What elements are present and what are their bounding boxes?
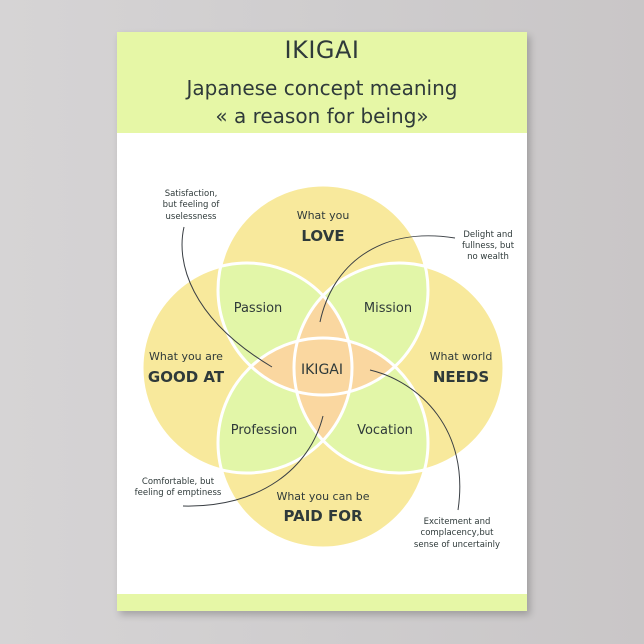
svg-text:Satisfaction,: Satisfaction, xyxy=(165,189,218,199)
svg-text:Delight and: Delight and xyxy=(463,230,512,240)
svg-text:Excitement and: Excitement and xyxy=(424,517,491,527)
mission-label: Mission xyxy=(364,301,412,316)
good-at-label-line1: What you are xyxy=(149,350,223,363)
profession-label: Profession xyxy=(231,423,298,438)
paid-for-label-line1: What you can be xyxy=(276,490,369,503)
connector-bottom-left xyxy=(182,415,324,507)
ikigai-center-label: IKIGAI xyxy=(301,362,343,378)
needs-label-line1: What world xyxy=(430,350,493,363)
svg-text:complacency,but: complacency,but xyxy=(421,528,495,538)
annotation-bottom-left: Comfortable, but feeling of emptiness xyxy=(135,477,222,498)
connector-top-left xyxy=(181,226,273,368)
poster-subtitle-line1: Japanese concept meaning xyxy=(186,76,458,100)
svg-text:no wealth: no wealth xyxy=(467,252,509,262)
paid-for-label-line2: PAID FOR xyxy=(283,507,362,525)
poster-title: IKIGAI xyxy=(284,36,360,64)
svg-text:Comfortable, but: Comfortable, but xyxy=(142,477,215,487)
annotation-top-left: Satisfaction, but feeling of uselessness xyxy=(163,189,221,222)
needs-label-line2: NEEDS xyxy=(433,368,489,386)
svg-text:feeling of emptiness: feeling of emptiness xyxy=(135,488,222,498)
vocation-label: Vocation xyxy=(357,423,413,438)
passion-label: Passion xyxy=(234,301,283,316)
svg-text:fullness, but: fullness, but xyxy=(462,241,515,251)
love-label-line2: LOVE xyxy=(301,227,344,245)
svg-text:sense of uncertainly: sense of uncertainly xyxy=(414,540,500,550)
annotation-bottom-right: Excitement and complacency,but sense of … xyxy=(414,517,500,550)
poster-header: IKIGAI Japanese concept meaning « a reas… xyxy=(117,32,527,133)
poster-footer-band xyxy=(117,594,527,611)
svg-text:but feeling of: but feeling of xyxy=(163,200,221,210)
circle-outlines xyxy=(140,183,506,550)
annotation-lines xyxy=(181,226,461,511)
love-label-line1: What you xyxy=(297,209,350,222)
poster-subtitle-line2: « a reason for being» xyxy=(215,104,429,128)
good-at-label-line2: GOOD AT xyxy=(148,368,225,386)
connector-bottom-right xyxy=(369,369,461,511)
annotation-top-right: Delight and fullness, but no wealth xyxy=(462,230,515,262)
connector-top-right xyxy=(319,235,456,323)
svg-text:uselessness: uselessness xyxy=(166,212,218,222)
